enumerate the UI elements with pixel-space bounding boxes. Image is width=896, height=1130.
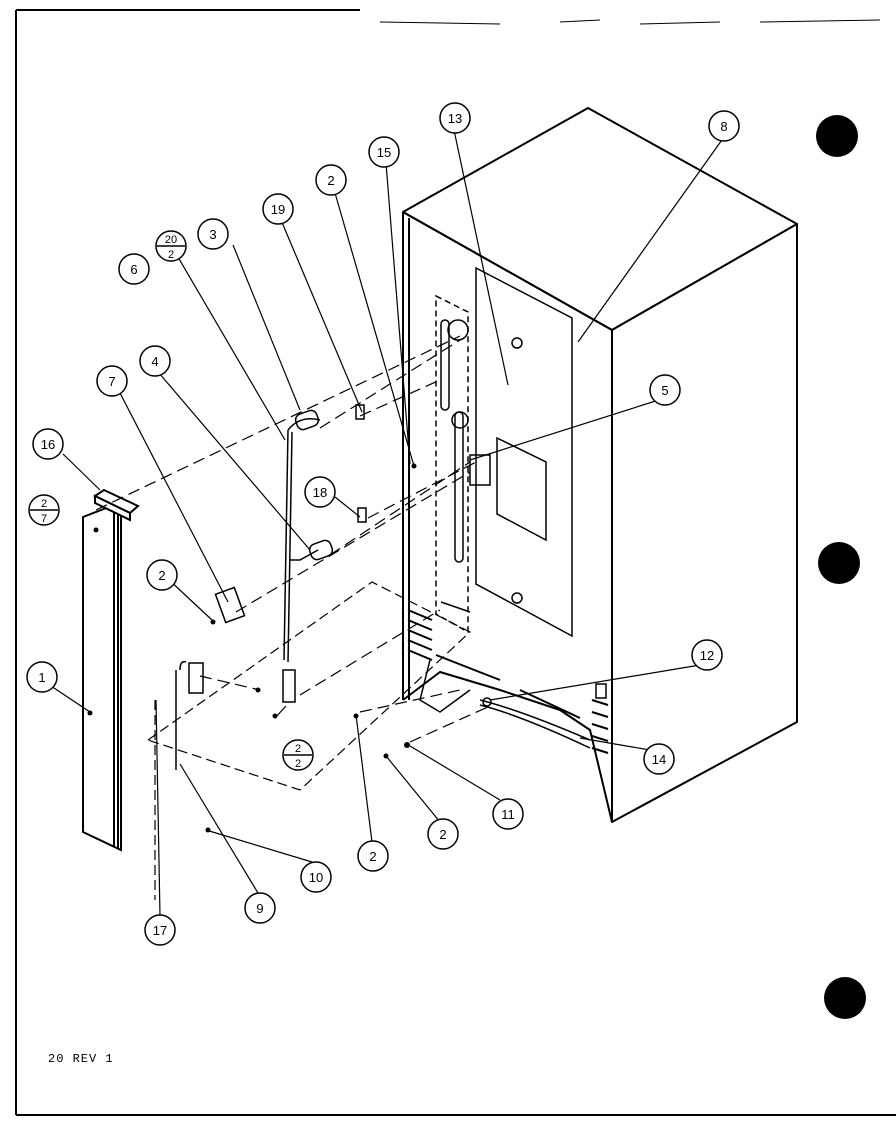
back-panel bbox=[435, 266, 573, 638]
access-panel bbox=[475, 266, 573, 638]
callout-2: 2 bbox=[315, 164, 347, 196]
side-panel bbox=[82, 503, 122, 852]
svg-text:13: 13 bbox=[448, 111, 462, 126]
svg-text:6: 6 bbox=[130, 262, 137, 277]
callout-9: 9 bbox=[244, 892, 276, 924]
svg-text:10: 10 bbox=[309, 870, 323, 885]
callout-1: 1 bbox=[26, 661, 58, 693]
svg-text:20: 20 bbox=[165, 234, 177, 246]
page-border bbox=[15, 9, 896, 1116]
screws bbox=[87, 463, 417, 833]
evaporator-outline bbox=[435, 294, 469, 634]
callout-2-over-7: 2 7 bbox=[28, 494, 60, 526]
base-pan bbox=[146, 581, 472, 900]
svg-text:15: 15 bbox=[377, 145, 391, 160]
svg-text:19: 19 bbox=[271, 202, 285, 217]
svg-text:2: 2 bbox=[168, 249, 174, 261]
callout-4: 4 bbox=[139, 345, 171, 377]
svg-text:8: 8 bbox=[720, 119, 727, 134]
cabinet-side bbox=[611, 223, 798, 823]
svg-text:7: 7 bbox=[108, 374, 115, 389]
tubing bbox=[419, 659, 591, 749]
callout-2-over-2: 2 2 bbox=[282, 739, 314, 771]
callout-3: 3 bbox=[197, 218, 229, 250]
callout-6: 6 bbox=[118, 253, 150, 285]
callout-2: 2 bbox=[357, 840, 389, 872]
svg-text:2: 2 bbox=[295, 758, 301, 770]
svg-text:3: 3 bbox=[209, 227, 216, 242]
callout-11: 11 bbox=[492, 798, 524, 830]
fraction-callouts: 20 2 2 7 2 2 bbox=[28, 230, 314, 771]
binder-hole-middle bbox=[818, 542, 860, 584]
callout-19: 19 bbox=[262, 193, 294, 225]
svg-text:5: 5 bbox=[661, 383, 668, 398]
svg-text:14: 14 bbox=[652, 752, 666, 767]
trim-piece bbox=[92, 488, 140, 522]
callout-12: 12 bbox=[691, 639, 723, 671]
callout-2: 2 bbox=[146, 559, 178, 591]
svg-text:1: 1 bbox=[38, 670, 45, 685]
svg-text:2: 2 bbox=[327, 173, 334, 188]
binder-hole-bottom bbox=[824, 977, 866, 1019]
binder-hole-top bbox=[816, 115, 858, 157]
callout-17: 17 bbox=[144, 914, 176, 946]
label-plate bbox=[496, 436, 547, 542]
callout-14: 14 bbox=[643, 743, 675, 775]
leader-lines bbox=[41, 129, 725, 917]
svg-text:9: 9 bbox=[256, 901, 263, 916]
svg-text:11: 11 bbox=[501, 807, 515, 822]
svg-text:2: 2 bbox=[41, 498, 47, 510]
svg-text:7: 7 bbox=[41, 513, 47, 525]
svg-text:16: 16 bbox=[41, 437, 55, 452]
svg-text:2: 2 bbox=[439, 827, 446, 842]
vents bbox=[407, 609, 609, 754]
scan-noise bbox=[379, 19, 881, 25]
svg-text:2: 2 bbox=[158, 568, 165, 583]
callout-16: 16 bbox=[32, 428, 64, 460]
callouts: 1 2 2 2 2 3 4 5 6 7 8 9 10 11 12 13 14 1… bbox=[26, 102, 740, 946]
callout-10: 10 bbox=[300, 861, 332, 893]
callout-15: 15 bbox=[368, 136, 400, 168]
callout-7: 7 bbox=[96, 365, 128, 397]
svg-text:2: 2 bbox=[295, 743, 301, 755]
callout-5: 5 bbox=[649, 374, 681, 406]
svg-text:17: 17 bbox=[153, 923, 167, 938]
svg-text:18: 18 bbox=[313, 485, 327, 500]
svg-text:12: 12 bbox=[700, 648, 714, 663]
svg-text:2: 2 bbox=[369, 849, 376, 864]
callout-20-over-2: 20 2 bbox=[155, 230, 187, 262]
callout-13: 13 bbox=[439, 102, 471, 134]
svg-text:4: 4 bbox=[151, 354, 158, 369]
page-code: 20 REV 1 bbox=[48, 1052, 114, 1066]
callout-2: 2 bbox=[427, 818, 459, 850]
callout-8: 8 bbox=[708, 110, 740, 142]
callout-18: 18 bbox=[304, 476, 336, 508]
